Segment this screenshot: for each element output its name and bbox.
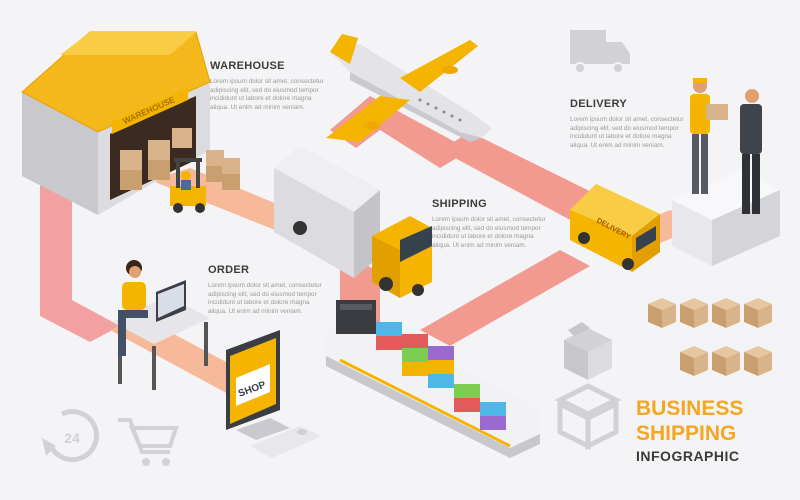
shipping-body: Lorem ipsum dolor sit amet, consectetur …: [432, 216, 546, 249]
courier-person: [690, 78, 728, 194]
headline-line-infographic: INFOGRAPHIC: [636, 448, 740, 464]
warehouse-body: Lorem ipsum dolor sit amet, consectetur …: [210, 78, 324, 111]
path-segment-ship-right: [420, 250, 590, 346]
semi-truck: [274, 146, 432, 298]
airplane: [326, 34, 492, 142]
delivery-platform: [672, 170, 780, 266]
package-open-icon: [564, 322, 612, 380]
mouse: [297, 429, 307, 435]
path-segment-left: [40, 170, 120, 342]
shop-computer: SHOP: [226, 330, 322, 458]
cardboard-box-icon: [712, 346, 740, 376]
delivery-body: Lorem ipsum dolor sit amet, consectetur …: [570, 116, 684, 149]
parcel: [706, 104, 728, 120]
shipping-section: SHIPPING Lorem ipsum dolor sit amet, con…: [432, 198, 552, 250]
shipping-containers: [376, 322, 506, 430]
forklift: [170, 150, 240, 213]
stacked-boxes: [120, 128, 192, 190]
clock-24-icon: 24: [42, 409, 99, 463]
cardboard-box-grid: [648, 298, 772, 376]
cardboard-box-icon: [648, 298, 676, 328]
shipping-title: SHIPPING: [432, 198, 487, 210]
delivery-title: DELIVERY: [570, 98, 628, 110]
cardboard-box-icon: [744, 346, 772, 376]
cargo-ship: [326, 300, 540, 458]
customer-person: [740, 89, 762, 214]
order-desk: [112, 260, 210, 390]
clock-number: 24: [64, 430, 80, 446]
warehouse-title: WAREHOUSE: [210, 60, 285, 72]
warehouse-section: WAREHOUSE Lorem ipsum dolor sit amet, co…: [210, 60, 330, 112]
order-section: ORDER Lorem ipsum dolor sit amet, consec…: [208, 264, 328, 316]
order-title: ORDER: [208, 264, 250, 276]
cardboard-box-icon: [680, 346, 708, 376]
cardboard-box-icon: [680, 298, 708, 328]
package-flat-icon: [554, 383, 622, 451]
delivery-van: DELIVERY: [570, 184, 660, 272]
delivery-truck-icon: [570, 30, 630, 74]
shopping-cart-icon: [118, 418, 179, 466]
headline-line-shipping: SHIPPING: [636, 422, 737, 445]
headline: BUSINESS SHIPPING INFOGRAPHIC: [636, 396, 743, 466]
headline-line-business: BUSINESS: [636, 397, 744, 420]
warehouse-building: WAREHOUSE: [21, 31, 211, 215]
delivery-section: DELIVERY Lorem ipsum dolor sit amet, con…: [570, 98, 690, 150]
cardboard-box-icon: [744, 298, 772, 328]
order-body: Lorem ipsum dolor sit amet, consectetur …: [208, 282, 322, 315]
cardboard-box-icon: [712, 298, 740, 328]
